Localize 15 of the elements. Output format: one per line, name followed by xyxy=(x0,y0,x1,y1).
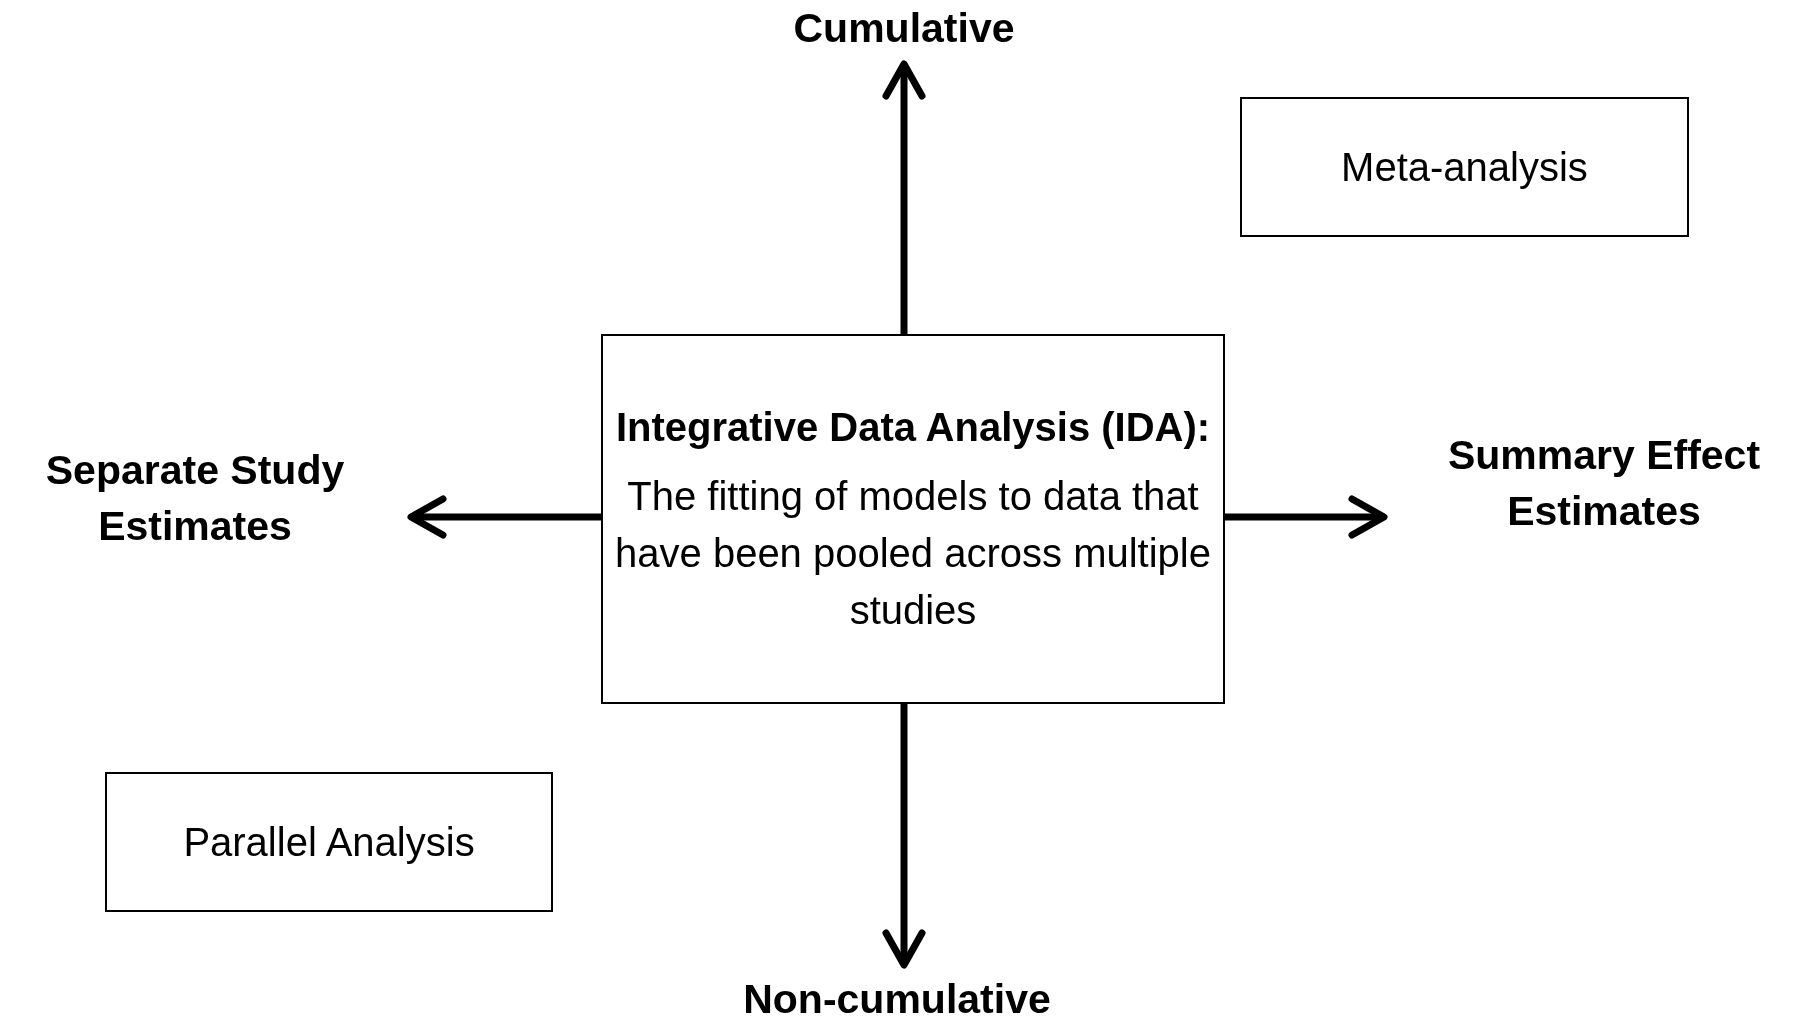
arrow xyxy=(882,704,926,969)
arrow xyxy=(1225,495,1388,539)
axis-label: Separate Study Estimates xyxy=(44,446,346,551)
description: The fitting of models to data that have been pooled across multiple studies xyxy=(614,472,1212,634)
arrow xyxy=(882,60,926,334)
heading: Integrative Data Analysis (IDA): xyxy=(615,403,1211,451)
axis-label: Summary Effect Estimates xyxy=(1446,431,1762,536)
method-box xyxy=(105,772,553,912)
axis-label: Cumulative xyxy=(793,4,1015,53)
method-name: Parallel Analysis xyxy=(183,819,475,865)
concept-box xyxy=(601,334,1225,704)
method-name: Meta-analysis xyxy=(1341,144,1588,190)
arrow xyxy=(407,495,601,539)
axis-label: Non-cumulative xyxy=(743,975,1051,1023)
method-box xyxy=(1240,97,1689,237)
